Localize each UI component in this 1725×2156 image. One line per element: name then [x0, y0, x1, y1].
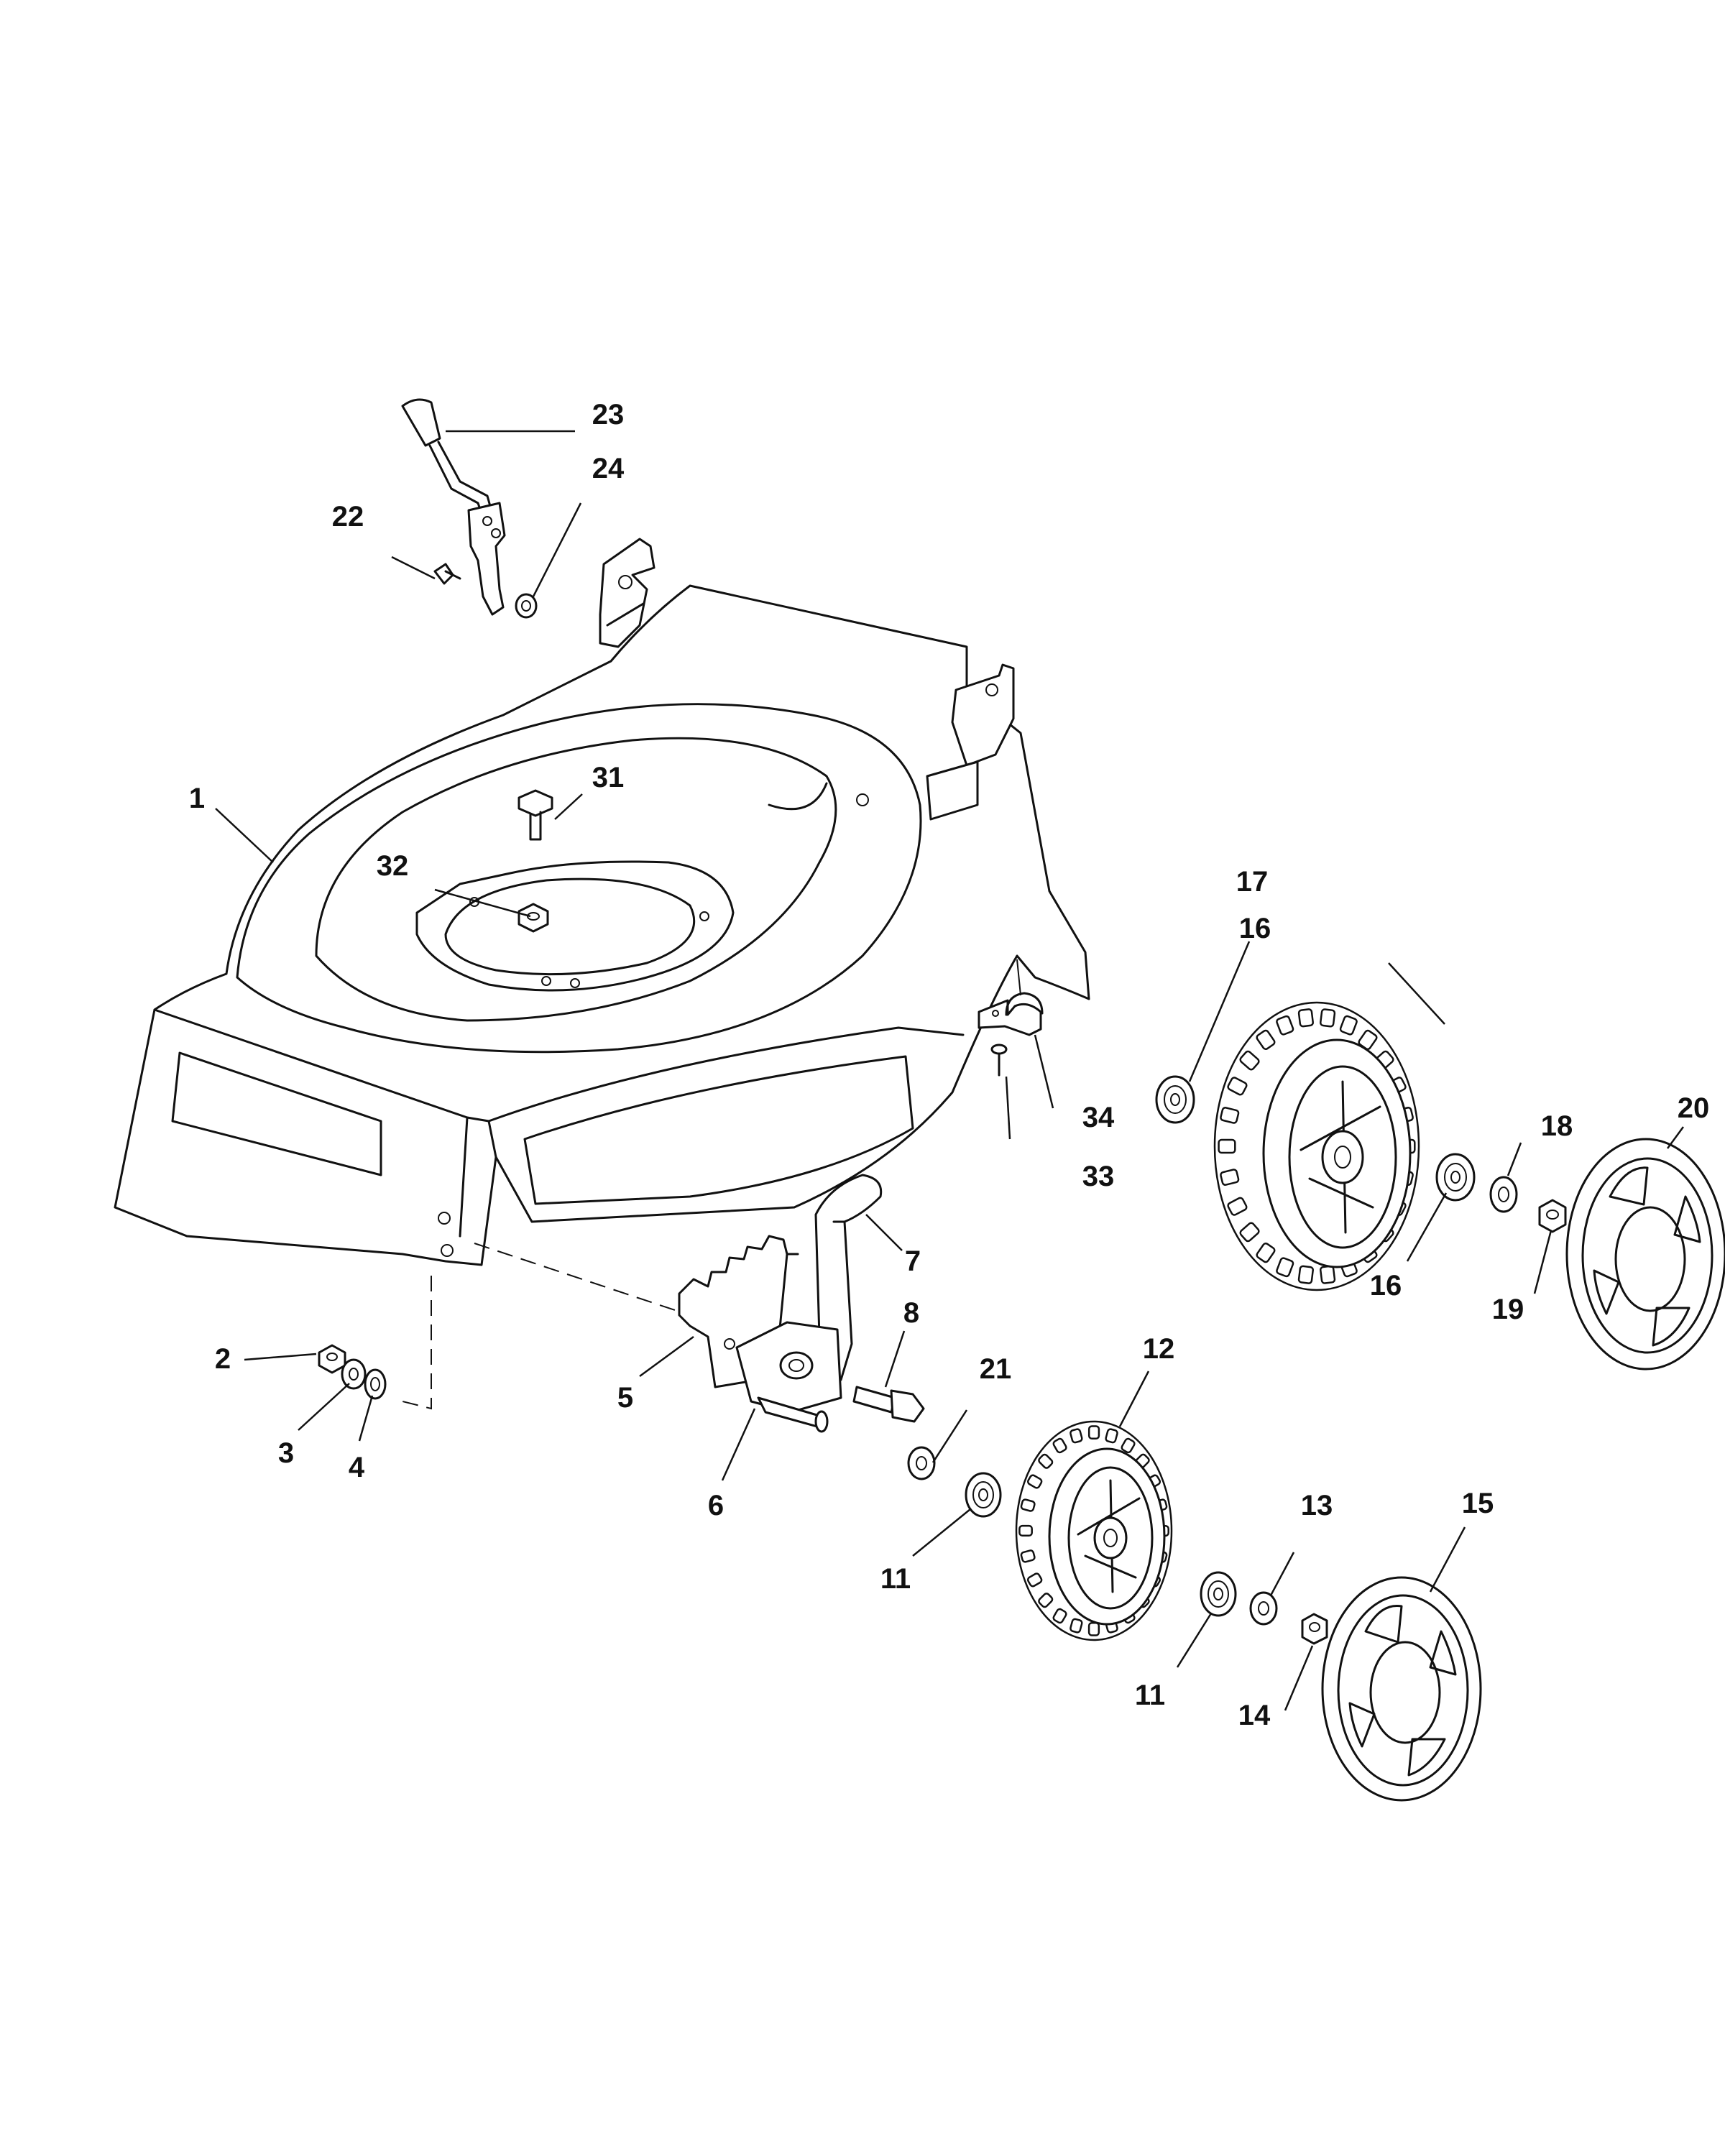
rear-tread-block [1297, 1265, 1314, 1284]
front-tread-block [1087, 1621, 1100, 1636]
washer-21 [907, 1446, 936, 1480]
callout-22: 22 [332, 501, 364, 533]
bolt-8 [852, 1386, 925, 1423]
nut-19 [1538, 1199, 1567, 1233]
callout-32: 32 [377, 850, 409, 882]
rear-tread-block [1276, 1015, 1294, 1036]
rear-tread-block [1319, 1008, 1336, 1028]
callout-3: 3 [278, 1437, 294, 1469]
callout-34: 34 [1082, 1102, 1115, 1133]
front-tread-block [1018, 1524, 1033, 1537]
rear-tread-block [1297, 1008, 1314, 1028]
front-tread-block [1038, 1453, 1054, 1469]
callout-2: 2 [215, 1343, 231, 1375]
callout-19: 19 [1492, 1294, 1524, 1325]
front-tread-block [1070, 1618, 1083, 1634]
washer-18 [1489, 1176, 1518, 1213]
bearing-11-inner [965, 1472, 1002, 1518]
bracket-6 [735, 1321, 842, 1433]
hubcap-20 [1565, 1138, 1725, 1370]
callout-5: 5 [617, 1382, 633, 1414]
bearing-11-outer [1200, 1571, 1237, 1617]
front-wheel-12 [1015, 1420, 1173, 1641]
callout-17: 17 [1236, 866, 1269, 898]
callout-11-inner: 11 [880, 1563, 911, 1595]
callout-24: 24 [592, 453, 625, 484]
callout-4: 4 [349, 1452, 365, 1483]
rear-tread-block [1227, 1077, 1248, 1096]
bearing-16-outer [1435, 1153, 1476, 1202]
height-lever [401, 398, 506, 616]
front-tread-block [1026, 1572, 1043, 1588]
callout-23: 23 [592, 399, 625, 430]
front-tread-block [1052, 1437, 1067, 1454]
front-tread-block [1070, 1428, 1083, 1444]
rear-tread-block [1256, 1029, 1276, 1050]
callout-11-outer: 11 [1135, 1680, 1165, 1711]
rear-tread-block [1239, 1222, 1260, 1243]
front-tread-block [1026, 1474, 1043, 1489]
callout-31: 31 [592, 762, 625, 793]
bolt-22 [433, 563, 461, 585]
rear-tread-block [1256, 1243, 1276, 1263]
rear-tread-block [1239, 1050, 1260, 1071]
washer-4 [364, 1368, 387, 1400]
screw-33 [990, 1044, 1008, 1077]
nut-24 [515, 593, 538, 619]
callout-33: 33 [1082, 1161, 1115, 1192]
clip-34 [978, 992, 1044, 1036]
front-tread-block [1020, 1498, 1036, 1512]
bolt-31 [518, 789, 553, 841]
nut-14 [1301, 1613, 1328, 1645]
callout-1: 1 [189, 783, 205, 814]
front-tread-block [1087, 1425, 1100, 1440]
callout-16-outer: 16 [1370, 1270, 1402, 1302]
callout-13: 13 [1301, 1490, 1333, 1521]
rear-wheel-17 [1213, 1001, 1420, 1291]
callout-21: 21 [980, 1353, 1012, 1385]
front-tread-block [1121, 1437, 1136, 1454]
callout-15: 15 [1462, 1488, 1494, 1519]
callout-18: 18 [1541, 1110, 1573, 1142]
callout-8: 8 [903, 1297, 919, 1329]
rear-tread-block [1227, 1197, 1248, 1216]
callout-16-inner: 16 [1239, 913, 1271, 944]
callout-12: 12 [1143, 1333, 1175, 1365]
front-tread-block [1038, 1593, 1054, 1608]
assembly-dash-lines [402, 1243, 691, 1410]
rear-tread-block [1220, 1107, 1240, 1124]
callout-20: 20 [1678, 1092, 1710, 1124]
callout-7: 7 [905, 1245, 921, 1277]
washer-13 [1249, 1591, 1278, 1626]
bearing-16-inner [1155, 1075, 1195, 1124]
rear-tread-block [1276, 1257, 1294, 1278]
rear-tread-block [1218, 1138, 1236, 1154]
rear-tread-block [1319, 1265, 1336, 1284]
front-tread-block [1105, 1428, 1118, 1444]
leader-lines [215, 430, 1685, 1711]
callout-6: 6 [708, 1490, 724, 1521]
mower-deck [114, 538, 1090, 1266]
front-tread-block [1052, 1608, 1067, 1624]
rear-tread-block [1220, 1169, 1240, 1186]
washer-3 [341, 1358, 367, 1390]
nut-2 [318, 1344, 346, 1374]
callout-14: 14 [1238, 1700, 1271, 1731]
hubcap-15 [1321, 1576, 1482, 1802]
front-tread-block [1020, 1549, 1036, 1563]
nut-32 [518, 903, 549, 933]
callout-labels: 1 2 3 4 5 6 7 8 21 11 12 11 13 14 15 16 … [189, 399, 1709, 1731]
rear-tread-block [1339, 1015, 1358, 1036]
